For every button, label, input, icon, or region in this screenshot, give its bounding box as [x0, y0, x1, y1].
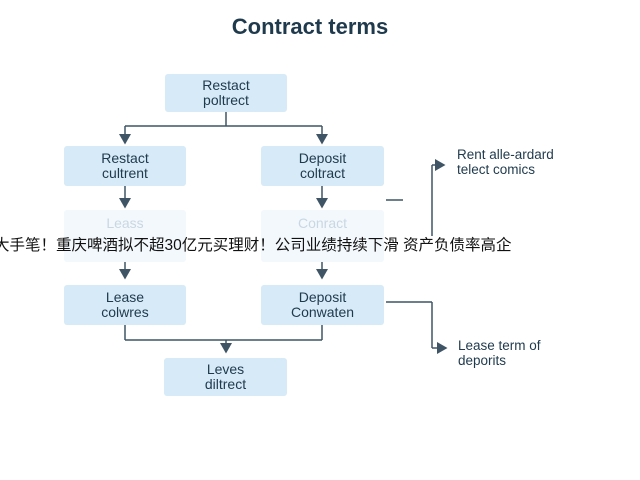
node-top: Restact poltrect [165, 74, 287, 112]
note-upper: Rent alle-ardard telect comics [457, 147, 554, 177]
diagram-title: Contract terms [231, 14, 389, 39]
node-right-2: Conract [261, 210, 384, 262]
overlay-news-banner: 大手笔！重庆啤酒拟不超30亿元买理财！公司业绩持续下滑 资产负债率高企 [0, 237, 512, 254]
node-right-1: Deposit coltract [261, 146, 384, 186]
node-left-1: Restact cultrent [64, 146, 186, 186]
node-left-2: Leass [64, 210, 186, 262]
node-left-3: Lease colwres [64, 285, 186, 325]
note-lower: Lease term of deporits [458, 338, 541, 368]
node-bottom: Leves diltrect [164, 358, 287, 396]
node-right-3: Deposit Conwaten [261, 285, 384, 325]
